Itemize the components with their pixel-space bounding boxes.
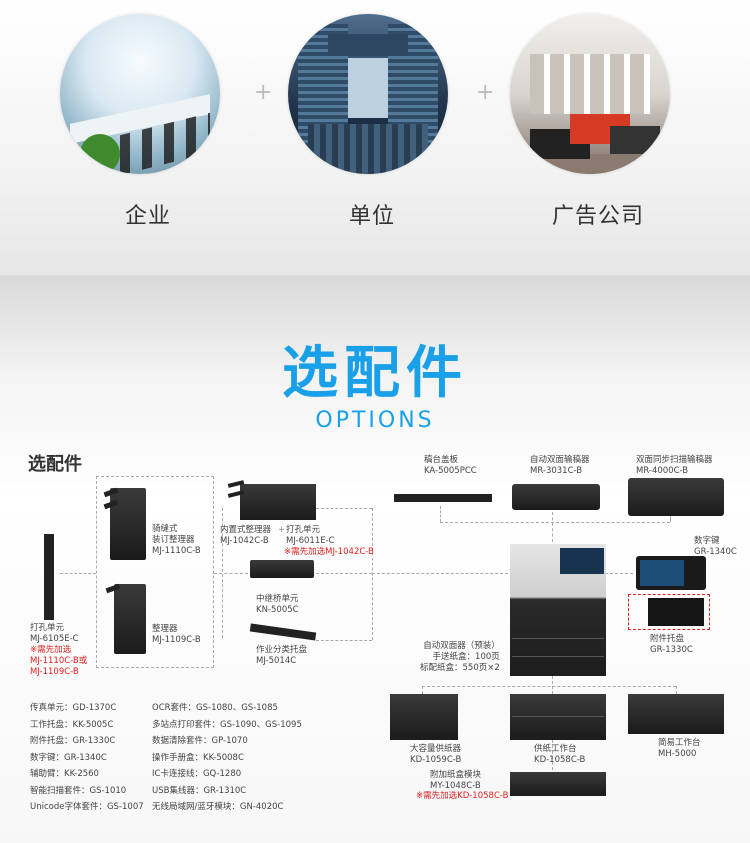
platen-cover-image: [394, 494, 492, 502]
accessory-list-right: OCR套件：GS-1080、GS-1085 多站点打印套件：GS-1090、GS…: [152, 700, 302, 816]
list-item: 无线局域网/蓝牙模块：GN-4020C: [152, 802, 284, 812]
attachment-tray-image: [648, 598, 704, 626]
rdf-image: [512, 484, 600, 510]
punch-left-label: 打孔单元 MJ-6105E-C ※需先加选 MJ-1110C-B或 MJ-110…: [30, 623, 88, 677]
plus-sign: +: [476, 80, 495, 105]
list-item: 工作托盘：KK-5005C: [30, 719, 114, 730]
finisher-label: 整理器 MJ-1109C-B: [152, 624, 201, 645]
finisher-group-frame: [96, 476, 214, 668]
lcf-label: 大容量供纸器 KD-1059C-B: [410, 744, 462, 765]
pfu-label: 供纸工作台 KD-1058C-B: [534, 744, 586, 765]
tray-attach-label: 附件托盘 GR-1330C: [650, 634, 693, 655]
auto-feeder-label: 自动双面器（预装） 手送纸盒：100页 标配纸盒：550页×2: [420, 641, 500, 673]
saddle-label: 骑缝式 装订整理器 MJ-1110C-B: [152, 524, 201, 556]
list-item: 操作手册盒：KK-5008C: [152, 752, 244, 763]
list-item: 数字键：GR-1340C: [30, 752, 107, 763]
extra-tray-note: ※需先加选KD-1058C-B: [416, 791, 509, 801]
caption-unit: 单位: [348, 204, 395, 229]
punch-unit-left-image: [44, 534, 54, 620]
caption-ad-company: 广告公司: [551, 204, 644, 229]
inner-finisher-label: 内置式整理器 MJ-1042C-B: [220, 525, 272, 546]
punch-right-note: ※需先加选MJ-1042C-B: [284, 547, 374, 557]
saddle-finisher-image: [110, 488, 146, 560]
stand-label: 简易工作台 MH-5000: [658, 738, 701, 759]
list-item: Unicode字体套件：GS-1007: [30, 802, 144, 812]
bridge-unit-image: [250, 560, 314, 578]
keypad-label: 数字键 GR-1340C: [694, 536, 737, 557]
plus-sign: +: [254, 80, 273, 105]
cover-label: 稿台盖板 KA-5005PCC: [424, 455, 477, 476]
accessory-list-left: 传真单元：GD-1370C 工作托盘：KK-5005C 附件托盘：GR-1330…: [30, 700, 144, 816]
list-item: 智能扫描套件：GS-1010: [30, 785, 127, 796]
bridge-label: 中继桥单元 KN-5005C: [256, 594, 299, 615]
mfp-screen: [560, 548, 604, 574]
rdf-label: 自动双面输稿器 MR-3031C-B: [530, 455, 590, 476]
section-title: 选配件: [28, 454, 82, 475]
lcf-image: [390, 694, 458, 740]
list-item: 附件托盘：GR-1330C: [30, 736, 116, 746]
caption-enterprise: 企业: [124, 204, 171, 229]
list-item: 数据清除套件：GP-1070: [152, 736, 248, 746]
options-title: 选配件: [282, 341, 468, 406]
dsdf-image: [628, 478, 724, 516]
dsdf-label: 双面同步扫描输稿器 MR-4000C-B: [636, 455, 713, 476]
punch-right-label: 打孔单元 MJ-6011E-C: [286, 525, 335, 546]
list-item: 辅助臂：KK-2560: [30, 769, 99, 779]
office-photo: [60, 14, 220, 174]
inner-finisher-image: [240, 484, 316, 520]
list-item: USB集线器：GR-1310C: [152, 785, 247, 796]
list-item: OCR套件：GS-1080、GS-1085: [152, 703, 278, 713]
building-photo: [288, 14, 448, 174]
list-item: IC卡连接线：GQ-1280: [152, 769, 242, 779]
stand-image: [628, 694, 724, 734]
extra-tray-label: 附加纸盒模块 MY-1048C-B: [430, 770, 482, 791]
pfu-image: [510, 694, 606, 740]
list-item: 多站点打印套件：GS-1090、GS-1095: [152, 719, 302, 730]
options-subtitle: OPTIONS: [315, 408, 435, 433]
job-tray-label: 作业分类托盘 MJ-5014C: [256, 645, 308, 666]
list-item: 传真单元：GD-1370C: [30, 703, 117, 713]
extra-tray-image: [510, 772, 606, 796]
studio-photo: [510, 14, 670, 174]
finisher-image: [114, 584, 146, 654]
tray-highlight: [628, 594, 710, 630]
